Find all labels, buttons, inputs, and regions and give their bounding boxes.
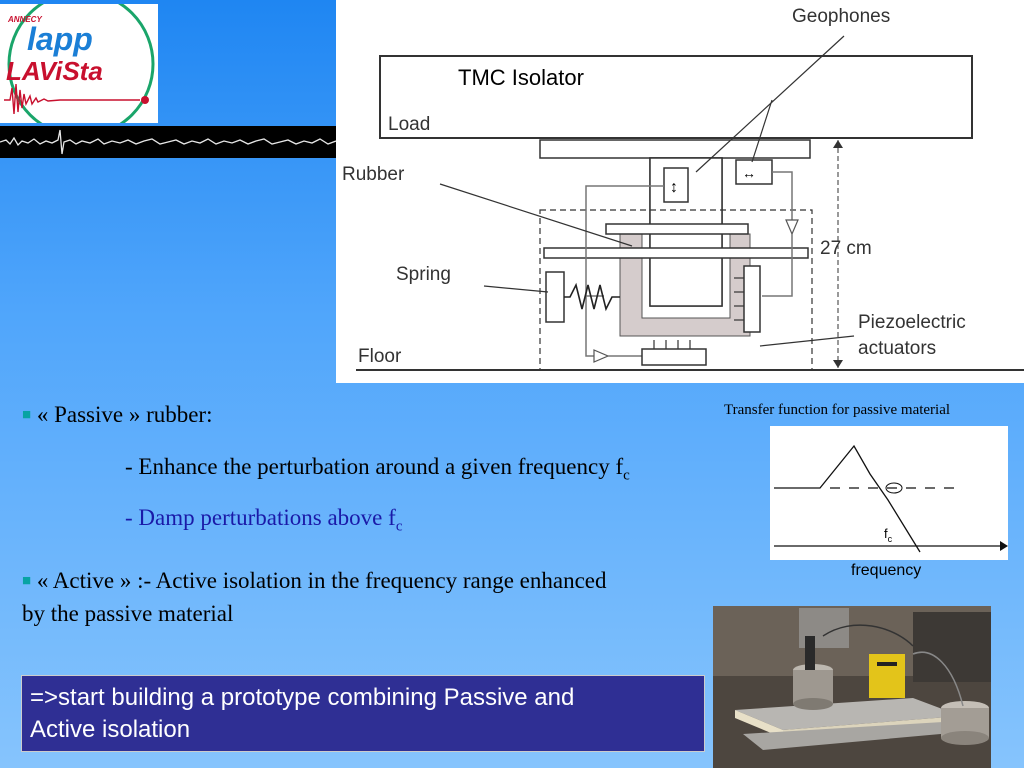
bullet-damp-sub: c bbox=[395, 518, 403, 535]
spring bbox=[564, 282, 620, 312]
spring-label: Spring bbox=[396, 264, 451, 285]
transfer-caption: Transfer function for passive material bbox=[724, 402, 951, 418]
svg-text:↕: ↕ bbox=[670, 179, 678, 196]
piezo-leader bbox=[759, 335, 855, 347]
bullet-active-cont: by the passive material bbox=[22, 601, 233, 627]
tmc-isolator-diagram: TMC Isolator Load Geophones ↕ ↔ bbox=[336, 0, 1024, 383]
bottom-piezo bbox=[641, 348, 707, 366]
geophone-leader-1 bbox=[695, 35, 845, 173]
bullet-active-text-2: by the passive material bbox=[22, 601, 234, 626]
isolator-schematic: TMC Isolator Load Geophones ↕ ↔ bbox=[342, 6, 1024, 371]
bullet-passive: ■ « Passive » rubber: bbox=[22, 402, 212, 428]
inner-platform bbox=[543, 247, 809, 259]
seismogram-strip bbox=[0, 126, 337, 158]
lapp-lavista-logo: ANNECY lapp LAViSta bbox=[0, 0, 158, 138]
logo-annecy: ANNECY bbox=[7, 15, 42, 24]
top-plate bbox=[539, 139, 811, 159]
bullet-enhance: - Enhance the perturbation around a give… bbox=[125, 454, 630, 485]
bullet-passive-text: « Passive » rubber: bbox=[36, 402, 213, 427]
bullet-enhance-sub: c bbox=[623, 467, 630, 484]
logo-lavista: LAViSta bbox=[6, 56, 103, 86]
rubber-plate bbox=[605, 223, 749, 235]
logo-lapp: lapp bbox=[27, 21, 93, 57]
bullet-enhance-text: - Enhance the perturbation around a give… bbox=[125, 454, 624, 479]
load-table bbox=[379, 55, 973, 139]
geophones-label: Geophones bbox=[792, 6, 890, 27]
piezo-label-line1: Piezoelectric bbox=[858, 312, 966, 333]
side-piezo bbox=[743, 265, 761, 333]
conclusion-line-1: =>start building a prototype combining P… bbox=[30, 684, 575, 711]
amplifier-bottom bbox=[593, 349, 610, 363]
bullet-square-icon: ■ bbox=[22, 407, 32, 423]
logo-seismogram bbox=[4, 83, 140, 115]
floor-label: Floor bbox=[358, 346, 402, 367]
bullet-active-text: « Active » :- Active isolation in the fr… bbox=[36, 568, 607, 593]
wire-right bbox=[772, 171, 793, 220]
dashed-frame bbox=[539, 209, 813, 371]
horizontal-geophone bbox=[735, 159, 773, 185]
bullet-damp-text: - Damp perturbations above f bbox=[125, 505, 396, 530]
frequency-axis-label: frequency bbox=[851, 562, 922, 579]
conclusion-line-2: Active isolation bbox=[30, 716, 191, 743]
bullet-square-icon: ■ bbox=[22, 573, 32, 589]
spring-mount bbox=[545, 271, 565, 323]
wire-left bbox=[585, 185, 664, 297]
geophone-leader-2 bbox=[751, 99, 773, 163]
logo-dot bbox=[141, 96, 149, 104]
transfer-curve bbox=[774, 444, 921, 553]
vertical-geophone bbox=[663, 167, 689, 203]
load-label: Load bbox=[388, 114, 430, 135]
diagram-title: TMC Isolator bbox=[458, 65, 584, 90]
piezo-label-line2: actuators bbox=[858, 338, 936, 359]
conclusion-box: =>start building a prototype combining P… bbox=[21, 675, 705, 752]
height-label: 27 cm bbox=[820, 238, 872, 259]
svg-text:↔: ↔ bbox=[742, 165, 756, 181]
rubber-leader bbox=[439, 183, 633, 247]
prototype-photo bbox=[713, 606, 991, 768]
amplifier-right bbox=[785, 219, 799, 236]
bullet-active: ■ « Active » :- Active isolation in the … bbox=[22, 568, 607, 594]
bullet-damp: - Damp perturbations above fc bbox=[125, 505, 402, 536]
spring-leader bbox=[483, 285, 549, 293]
fc-marker bbox=[885, 482, 903, 494]
rubber-label: Rubber bbox=[342, 164, 405, 185]
fc-label: fc bbox=[884, 526, 893, 544]
transfer-function-plot: fc bbox=[770, 426, 1008, 560]
logo-graphic: ANNECY lapp LAViSta bbox=[4, 0, 155, 138]
